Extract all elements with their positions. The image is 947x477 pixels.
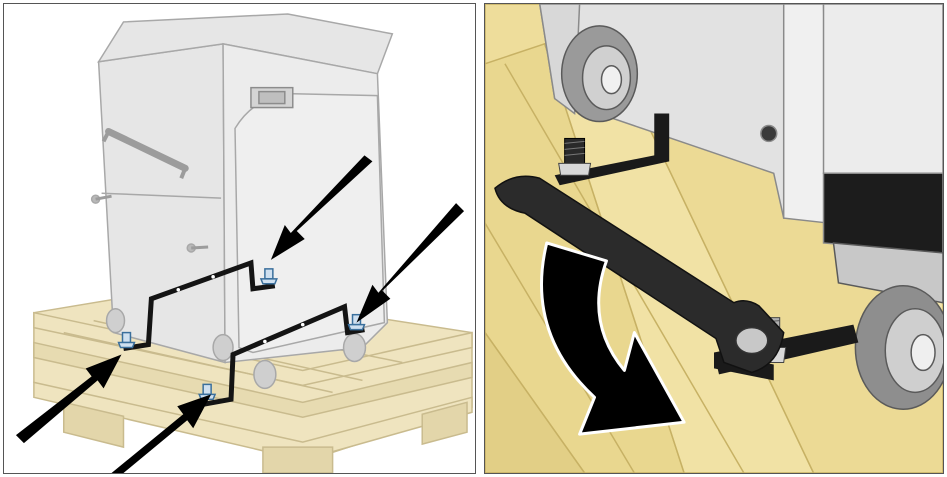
callout-arrow-1 <box>15 354 122 444</box>
boiler-base <box>539 4 943 254</box>
bracket-holes <box>176 275 305 344</box>
boiler-on-pallet-illustration <box>15 13 473 473</box>
bolt-4 <box>347 313 366 331</box>
bracket-front <box>202 303 365 407</box>
panel-left <box>3 3 476 474</box>
callout-arrow-3 <box>270 155 373 260</box>
callout-arrow-2 <box>111 394 212 473</box>
transport-brackets <box>123 259 365 407</box>
bolt-2 <box>259 268 278 285</box>
bolt-1 <box>117 331 136 349</box>
panel-right <box>484 3 944 474</box>
rear-wheel <box>560 25 639 123</box>
callout-arrow-4 <box>356 203 465 323</box>
wrench-detail-illustration <box>485 4 943 473</box>
front-wheel <box>832 242 943 410</box>
bracket-rear <box>123 259 276 351</box>
wrench <box>494 175 785 374</box>
bracket-bolts <box>117 268 366 401</box>
callout-arrows <box>15 155 465 473</box>
rear-bracket <box>554 113 670 186</box>
rotation-arrow <box>540 241 686 436</box>
